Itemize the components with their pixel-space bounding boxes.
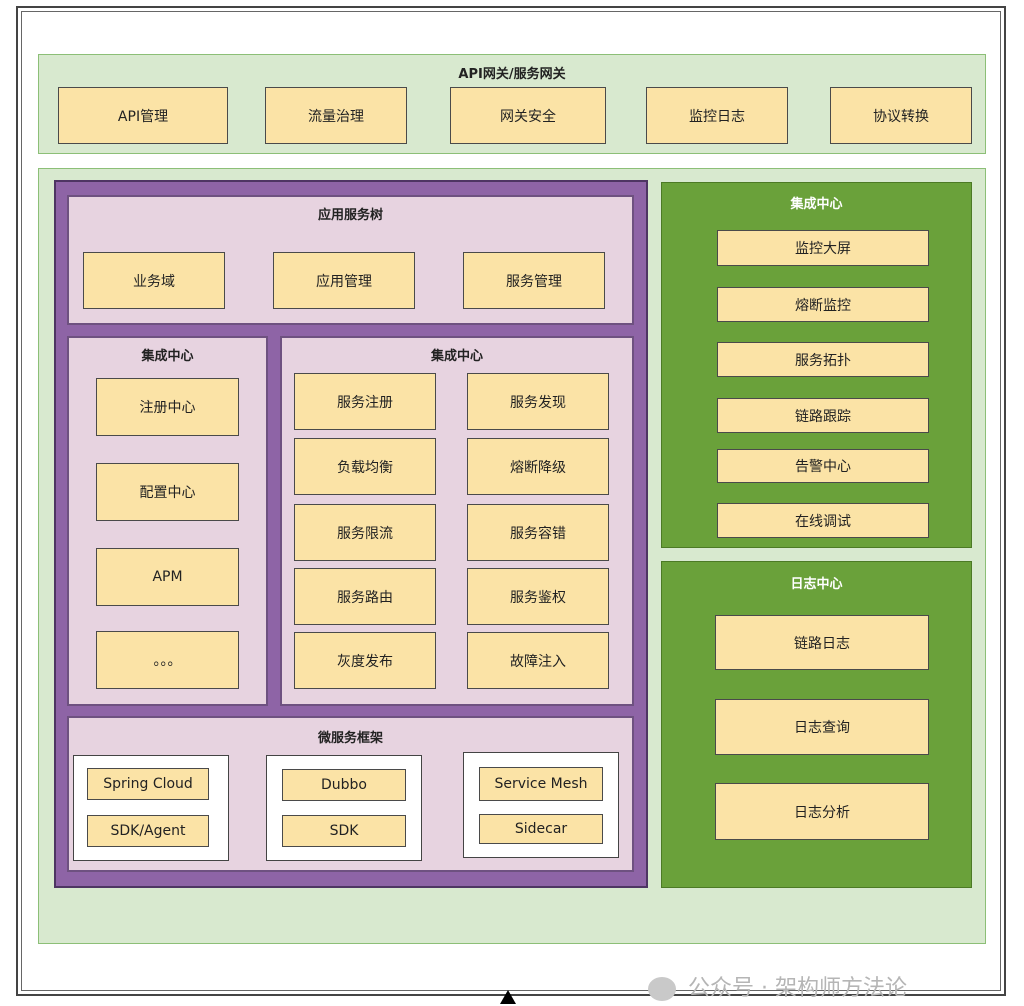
monitor-item-dashboard: 监控大屏 <box>717 230 929 266</box>
framework-title: 微服务框架 <box>317 730 383 746</box>
log-item-trace-log: 链路日志 <box>715 615 929 670</box>
framework-sidecar: Sidecar <box>479 814 603 844</box>
app-tree-item-business-domain: 业务域 <box>83 252 225 309</box>
governance-item-canary-release: 灰度发布 <box>294 632 436 689</box>
watermark: 公众号 · 架构师方法论 <box>648 970 1008 1006</box>
log-center-title: 日志中心 <box>790 576 843 592</box>
registry-item-apm: APM <box>96 548 239 606</box>
monitor-center-title: 集成中心 <box>790 196 843 212</box>
registry-item-registry-center: 注册中心 <box>96 378 239 436</box>
framework-sdk-agent: SDK/Agent <box>87 815 209 847</box>
governance-item-service-registration: 服务注册 <box>294 373 436 430</box>
governance-item-service-routing: 服务路由 <box>294 568 436 625</box>
framework-service-mesh: Service Mesh <box>479 767 603 801</box>
app-tree-title: 应用服务树 <box>317 207 383 223</box>
gateway-title: API网关/服务网关 <box>458 66 566 82</box>
framework-spring-cloud: Spring Cloud <box>87 768 209 800</box>
monitor-item-circuit-monitor: 熔断监控 <box>717 287 929 322</box>
watermark-text: 公众号 · 架构师方法论 <box>688 976 907 1001</box>
registry-item-more: 。。。 <box>96 631 239 689</box>
gateway-item-api-management: API管理 <box>58 87 228 144</box>
governance-item-service-discovery: 服务发现 <box>467 373 609 430</box>
governance-item-circuit-breaking: 熔断降级 <box>467 438 609 495</box>
gateway-item-monitor-log: 监控日志 <box>646 87 788 144</box>
monitor-item-alert-center: 告警中心 <box>717 449 929 483</box>
log-item-log-analysis: 日志分析 <box>715 783 929 840</box>
monitor-item-online-debug: 在线调试 <box>717 503 929 538</box>
registry-title: 集成中心 <box>141 348 194 364</box>
framework-sdk: SDK <box>282 815 406 847</box>
arrow-up-icon <box>500 990 516 1004</box>
app-tree-item-service-management: 服务管理 <box>463 252 605 309</box>
monitor-item-service-topology: 服务拓扑 <box>717 342 929 377</box>
registry-item-config-center: 配置中心 <box>96 463 239 521</box>
governance-item-fault-tolerance: 服务容错 <box>467 504 609 561</box>
gateway-item-gateway-security: 网关安全 <box>450 87 606 144</box>
governance-item-load-balancing: 负载均衡 <box>294 438 436 495</box>
governance-title: 集成中心 <box>430 348 483 364</box>
app-tree-item-app-management: 应用管理 <box>273 252 415 309</box>
wechat-icon <box>648 977 676 1001</box>
gateway-item-traffic-governance: 流量治理 <box>265 87 407 144</box>
governance-item-rate-limiting: 服务限流 <box>294 504 436 561</box>
log-item-log-query: 日志查询 <box>715 699 929 755</box>
governance-item-fault-injection: 故障注入 <box>467 632 609 689</box>
monitor-item-trace: 链路跟踪 <box>717 398 929 433</box>
framework-dubbo: Dubbo <box>282 769 406 801</box>
governance-item-authorization: 服务鉴权 <box>467 568 609 625</box>
gateway-item-protocol-conversion: 协议转换 <box>830 87 972 144</box>
